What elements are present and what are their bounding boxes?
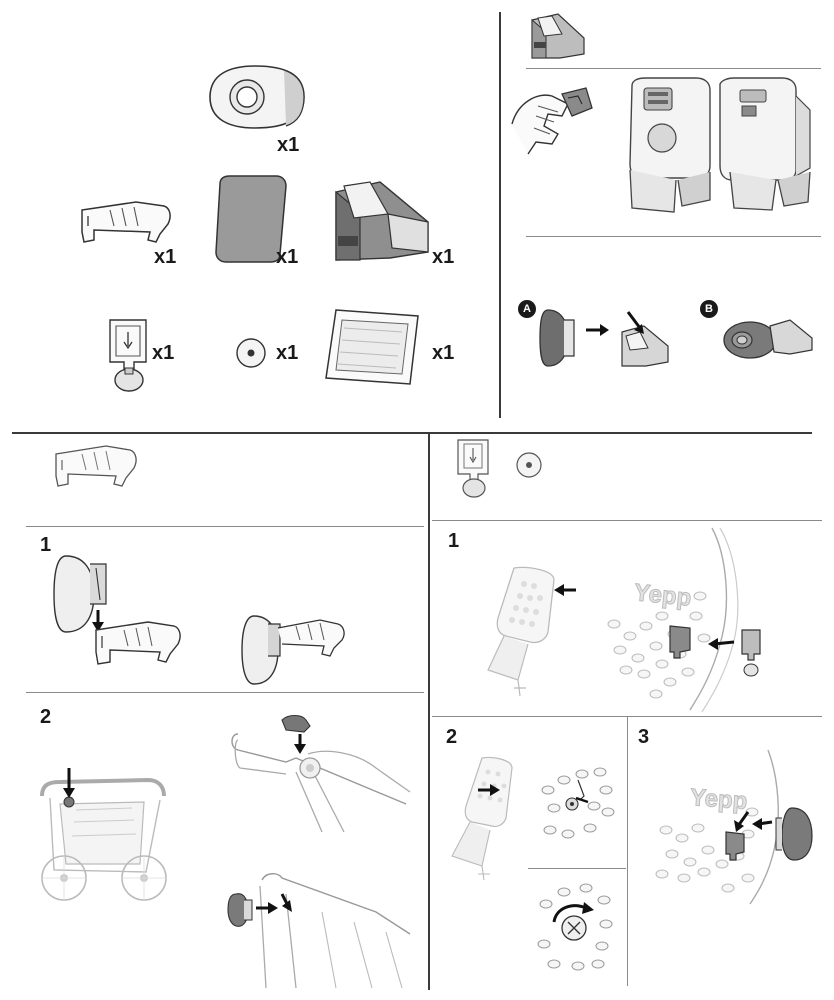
divider-vertical-bottom: [428, 434, 430, 990]
divider-left-2: [26, 692, 424, 693]
key-plate-icon: [109, 319, 147, 392]
option-a-badge: A: [518, 300, 536, 318]
left-step-1-number: 1: [40, 534, 52, 556]
seat-back-final-icon: [655, 749, 813, 905]
pad-clip-assembled-icon: [241, 615, 345, 685]
divider-vertical-top: [499, 12, 501, 418]
handlebar-pad-mounted-icon: [227, 873, 411, 989]
pad-quantity: x1: [277, 134, 300, 156]
right-step-2-number: 2: [446, 726, 458, 748]
wipe-quantity: x1: [432, 342, 455, 364]
divider-left-1: [26, 526, 424, 527]
key-plate-quantity: x1: [152, 342, 175, 364]
divider-right-vertical: [627, 716, 628, 986]
pad-side-icon: [539, 309, 575, 367]
divider-horizontal-middle: [12, 432, 812, 434]
seat-back-side-icon: [719, 77, 811, 211]
child-seat-side-icon: [487, 566, 576, 697]
washer-icon: [236, 338, 266, 368]
holder-target-icon: [621, 311, 669, 367]
sticker-quantity: x1: [276, 246, 299, 268]
washer-header-icon: [516, 452, 542, 478]
divider-right-1: [432, 520, 822, 521]
right-step-3-number: 3: [638, 726, 650, 748]
clip-quantity: x1: [154, 246, 177, 268]
cushion-pad-icon: [209, 65, 305, 129]
option-b-badge: B: [700, 300, 718, 318]
divider-right-inner: [528, 868, 626, 869]
pad-with-clip-icon: [53, 555, 107, 633]
hand-peeling-icon: [511, 87, 593, 155]
washer-quantity: x1: [276, 342, 299, 364]
mounting-clip-header-icon: [55, 445, 137, 487]
holder-quantity: x1: [432, 246, 455, 268]
right-step-1-number: 1: [448, 530, 460, 552]
hole-pattern-icon: [541, 767, 615, 839]
mounting-clip-icon: [81, 201, 171, 243]
adhesive-sticker-icon: [215, 175, 287, 263]
arrow-right-icon: [586, 324, 609, 336]
left-step-2-number: 2: [40, 706, 52, 728]
tighten-washer-icon: [537, 883, 613, 971]
divider-top-right-2: [526, 236, 821, 237]
stroller-icon: [40, 768, 167, 901]
seat-back-curve-icon: [607, 527, 761, 713]
brand-logo-2: Yepp: [689, 784, 749, 816]
divider-top-right-1: [526, 68, 821, 69]
holder-bracket-small-icon: [531, 13, 585, 59]
clip-target-icon: [95, 621, 181, 665]
cleaning-wipe-icon: [325, 309, 419, 385]
brand-logo-1: Yepp: [632, 579, 693, 613]
seat-back-front-icon: [629, 77, 711, 213]
key-plate-header-icon: [457, 439, 489, 498]
holder-bracket-icon: [335, 181, 429, 261]
pad-mounted-icon: [723, 319, 813, 359]
handlebar-closeup-icon: [231, 714, 411, 833]
child-seat-small-icon: [451, 756, 513, 881]
